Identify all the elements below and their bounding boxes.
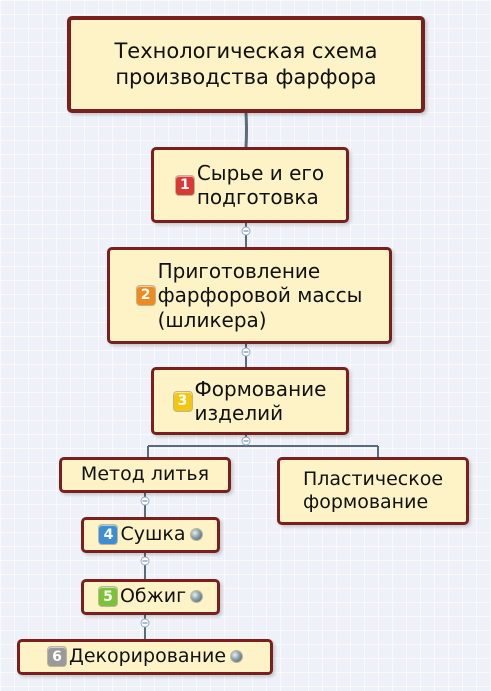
collapse-marker-step2[interactable] [241,347,251,357]
topic-mass-preparation[interactable]: 2 Приготовление фарфоровой массы (шликер… [107,247,392,344]
globe-icon[interactable] [190,529,202,541]
priority-3-icon: 3 [173,391,192,411]
topic-firing-label: Обжиг [119,585,187,608]
topic-forming[interactable]: 3 Формование изделий [151,367,349,435]
collapse-marker-cast[interactable] [140,496,150,506]
topic-plastic-forming[interactable]: Пластическое формование [277,457,469,525]
topic-raw-materials-label: Сырье и его подготовка [196,160,325,209]
root-topic-label: Технологическая схема производства фарфо… [114,38,378,89]
topic-forming-label: Формование изделий [194,376,327,425]
topic-decorating-label: Декорирование [68,645,227,668]
collapse-marker-step1[interactable] [241,226,251,236]
globe-icon[interactable] [191,591,203,603]
priority-4-icon: 4 [99,525,118,545]
collapse-marker-firing[interactable] [140,618,150,628]
topic-plastic-forming-label: Пластическое формование [302,467,444,513]
priority-6-icon: 6 [47,647,66,667]
collapse-marker-step3[interactable] [241,436,251,446]
topic-mass-preparation-label: Приготовление фарфоровой массы (шликера) [157,258,363,332]
topic-firing[interactable]: 5 Обжиг [81,579,220,615]
root-topic[interactable]: Технологическая схема производства фарфо… [67,16,425,113]
priority-2-icon: 2 [136,285,155,305]
collapse-marker-drying[interactable] [140,556,150,566]
priority-5-icon: 5 [98,587,117,607]
topic-casting-method-label: Метод литья [80,463,210,486]
connector-root-to-step1 [244,112,248,148]
topic-decorating[interactable]: 6 Декорирование [17,639,273,675]
globe-icon[interactable] [231,651,243,663]
connector-step3-to-branches [147,435,379,457]
topic-casting-method[interactable]: Метод литья [59,457,231,493]
topic-raw-materials[interactable]: 1 Сырье и его подготовка [151,147,349,223]
priority-1-icon: 1 [175,175,194,195]
topic-drying[interactable]: 4 Сушка [81,517,220,553]
topic-drying-label: Сушка [120,523,186,546]
